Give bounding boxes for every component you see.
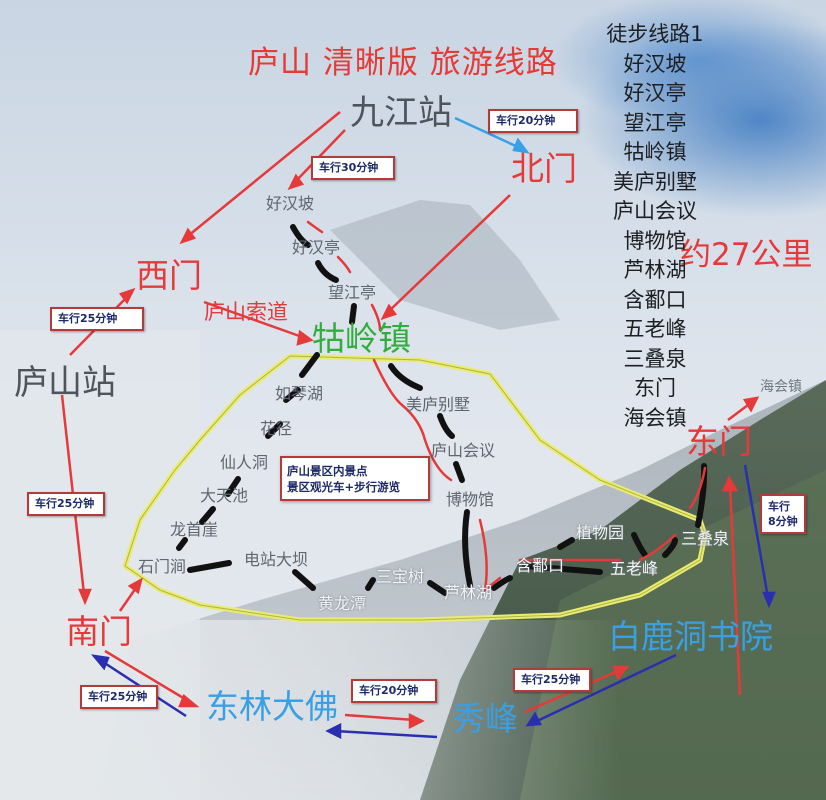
donglin-buddha[interactable]: 东林大佛 bbox=[206, 687, 338, 726]
lushan-station[interactable]: 庐山站 bbox=[14, 363, 116, 403]
badge-east-bailudong: 车行 8分钟 bbox=[760, 494, 806, 534]
route-heading: 徒步线路1 bbox=[606, 22, 704, 46]
south-gate[interactable]: 南门 bbox=[66, 612, 132, 651]
spot-haohanting[interactable]: 好汉亭 bbox=[292, 238, 341, 257]
spot-datianchi[interactable]: 大天池 bbox=[200, 486, 249, 505]
badge-line-2: 8分钟 bbox=[768, 515, 798, 528]
spot-shimenjian[interactable]: 石门涧 bbox=[138, 557, 187, 576]
route-stop: 东门 bbox=[634, 376, 676, 400]
spot-longshouya[interactable]: 龙首崖 bbox=[170, 520, 219, 539]
badge-jiujiang-haohanpo: 车行30分钟 bbox=[311, 156, 395, 180]
spot-xianrendong[interactable]: 仙人洞 bbox=[220, 453, 269, 472]
badge-donglin-xiufeng: 车行20分钟 bbox=[351, 679, 437, 703]
info-line-1: 庐山景区内景点 bbox=[287, 464, 368, 478]
guling-town[interactable]: 牯岭镇 bbox=[312, 319, 411, 358]
badge-south-donglin: 车行25分钟 bbox=[80, 685, 158, 709]
xiufeng[interactable]: 秀峰 bbox=[452, 699, 518, 738]
route-stop: 三叠泉 bbox=[623, 346, 687, 371]
west-gate[interactable]: 西门 bbox=[136, 256, 202, 295]
badge-line-1: 车行 bbox=[768, 500, 790, 513]
spot-haohanpo[interactable]: 好汉坡 bbox=[266, 194, 315, 213]
route-stop: 五老峰 bbox=[623, 317, 687, 341]
bailudong-academy[interactable]: 白鹿洞书院 bbox=[608, 617, 773, 656]
spot-huanglongtan[interactable]: 黄龙潭 bbox=[318, 594, 367, 613]
spot-museum[interactable]: 博物馆 bbox=[446, 490, 495, 509]
route-stop: 望江亭 bbox=[623, 110, 687, 135]
spot-ruqinhu[interactable]: 如琴湖 bbox=[275, 384, 324, 403]
spot-zhiwuyuan[interactable]: 植物园 bbox=[576, 523, 625, 542]
badge-xiufeng-bailudong: 车行25分钟 bbox=[513, 668, 591, 692]
badge-lushan-west: 车行25分钟 bbox=[50, 307, 144, 331]
route-stop: 庐山会议 bbox=[613, 199, 697, 223]
route-stop: 美庐别墅 bbox=[613, 169, 697, 194]
route-stop: 好汉亭 bbox=[623, 81, 687, 105]
spot-meilu-villa[interactable]: 美庐别墅 bbox=[406, 395, 471, 414]
route-stop: 海会镇 bbox=[623, 405, 687, 430]
hiking-route-list: 徒步线路1 好汉坡 好汉亭 望江亭 牯岭镇 美庐别墅 庐山会议 博物馆 芦林湖 … bbox=[590, 20, 720, 433]
badge-jiujiang-north: 车行20分钟 bbox=[488, 109, 578, 133]
haihui-town-label[interactable]: 海会镇 bbox=[760, 379, 802, 395]
route-stop: 牯岭镇 bbox=[623, 140, 687, 164]
spot-luhu[interactable]: 芦林湖 bbox=[444, 583, 493, 602]
jiujiang-station[interactable]: 九江站 bbox=[350, 93, 452, 133]
route-stop: 好汉坡 bbox=[623, 51, 687, 76]
route-stop: 博物馆 bbox=[623, 228, 687, 253]
route-stop: 含鄱口 bbox=[623, 287, 687, 312]
spot-sanbaoshu[interactable]: 三宝树 bbox=[376, 567, 425, 586]
distance-label: 约27公里 bbox=[680, 237, 813, 273]
info-line-2: 景区观光车+步行游览 bbox=[287, 480, 401, 494]
spot-wangjiangting[interactable]: 望江亭 bbox=[328, 283, 377, 302]
scenic-area-info-box: 庐山景区内景点 景区观光车+步行游览 bbox=[280, 456, 430, 501]
badge-lushan-south: 车行25分钟 bbox=[27, 492, 105, 516]
lushan-cableway-label: 庐山索道 bbox=[204, 300, 288, 324]
north-gate[interactable]: 北门 bbox=[511, 149, 577, 188]
spot-hanpokou[interactable]: 含鄱口 bbox=[516, 556, 565, 575]
spot-wulaofeng[interactable]: 五老峰 bbox=[610, 559, 659, 578]
east-gate[interactable]: 东门 bbox=[686, 422, 752, 461]
spot-sandiequan[interactable]: 三叠泉 bbox=[681, 529, 730, 548]
route-stop: 芦林湖 bbox=[623, 258, 687, 282]
spot-dianzhandaba[interactable]: 电站大坝 bbox=[244, 550, 309, 569]
map-title: 庐山 清晰版 旅游线路 bbox=[248, 45, 558, 81]
spot-lushan-conference[interactable]: 庐山会议 bbox=[431, 441, 496, 460]
spot-huajing[interactable]: 花径 bbox=[260, 419, 293, 438]
